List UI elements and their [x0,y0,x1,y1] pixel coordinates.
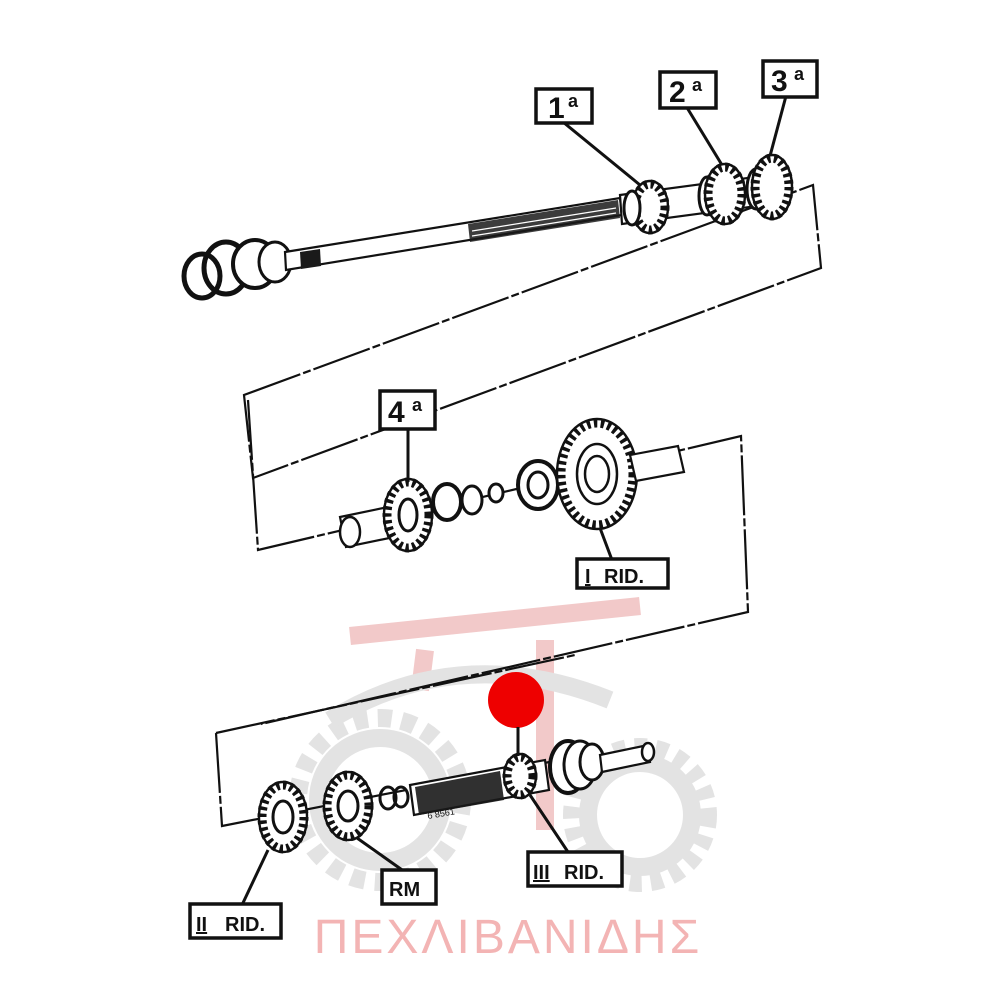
svg-text:3: 3 [771,65,788,98]
svg-text:RID.: RID. [225,914,265,936]
gear-rm [322,770,374,842]
svg-text:a: a [568,91,579,111]
svg-text:2: 2 [669,76,686,109]
label-third-reduction: III RID. [526,850,624,888]
svg-text:RID.: RID. [564,862,604,884]
gear-3a [745,153,794,221]
gear-iii-rid [502,752,538,800]
svg-text:a: a [412,395,423,415]
shaft-splines [471,207,617,237]
countershaft-assembly [338,417,686,553]
label-gear-2a: 2 a [658,70,718,110]
gear-2a [697,162,747,226]
label-first-reduction: I RID. [575,557,670,590]
svg-text:RM: RM [389,879,420,901]
gear-1a [622,179,670,235]
label-reverse-gear: RM [380,868,438,906]
gear-4a [382,477,434,553]
label-gear-3a: 3 a [761,59,819,99]
gear-ii-rid [257,780,309,854]
gear-i-rid [555,417,686,531]
shaft-bearing-left [181,238,293,301]
svg-text:III: III [533,862,550,884]
red-marker-dot [488,672,544,728]
watermark-text: ΠΕΧΛΙΒΑΝΙΔΗΣ [314,911,703,964]
main-shaft-assembly [181,153,794,301]
svg-text:1: 1 [548,92,565,125]
svg-text:a: a [692,75,703,95]
svg-text:RID.: RID. [604,566,644,588]
svg-text:I: I [585,566,591,588]
label-gear-4a: 4 a [378,389,437,431]
label-second-reduction: II RID. [188,902,283,940]
part-code: 6 8561 [427,806,456,821]
output-shaft-assembly: 6 8561 [257,739,656,854]
svg-text:4: 4 [388,396,405,429]
svg-text:II: II [196,914,207,936]
label-gear-1a: 1 a [534,87,594,125]
svg-text:a: a [794,64,805,84]
leader-lines [240,95,788,906]
